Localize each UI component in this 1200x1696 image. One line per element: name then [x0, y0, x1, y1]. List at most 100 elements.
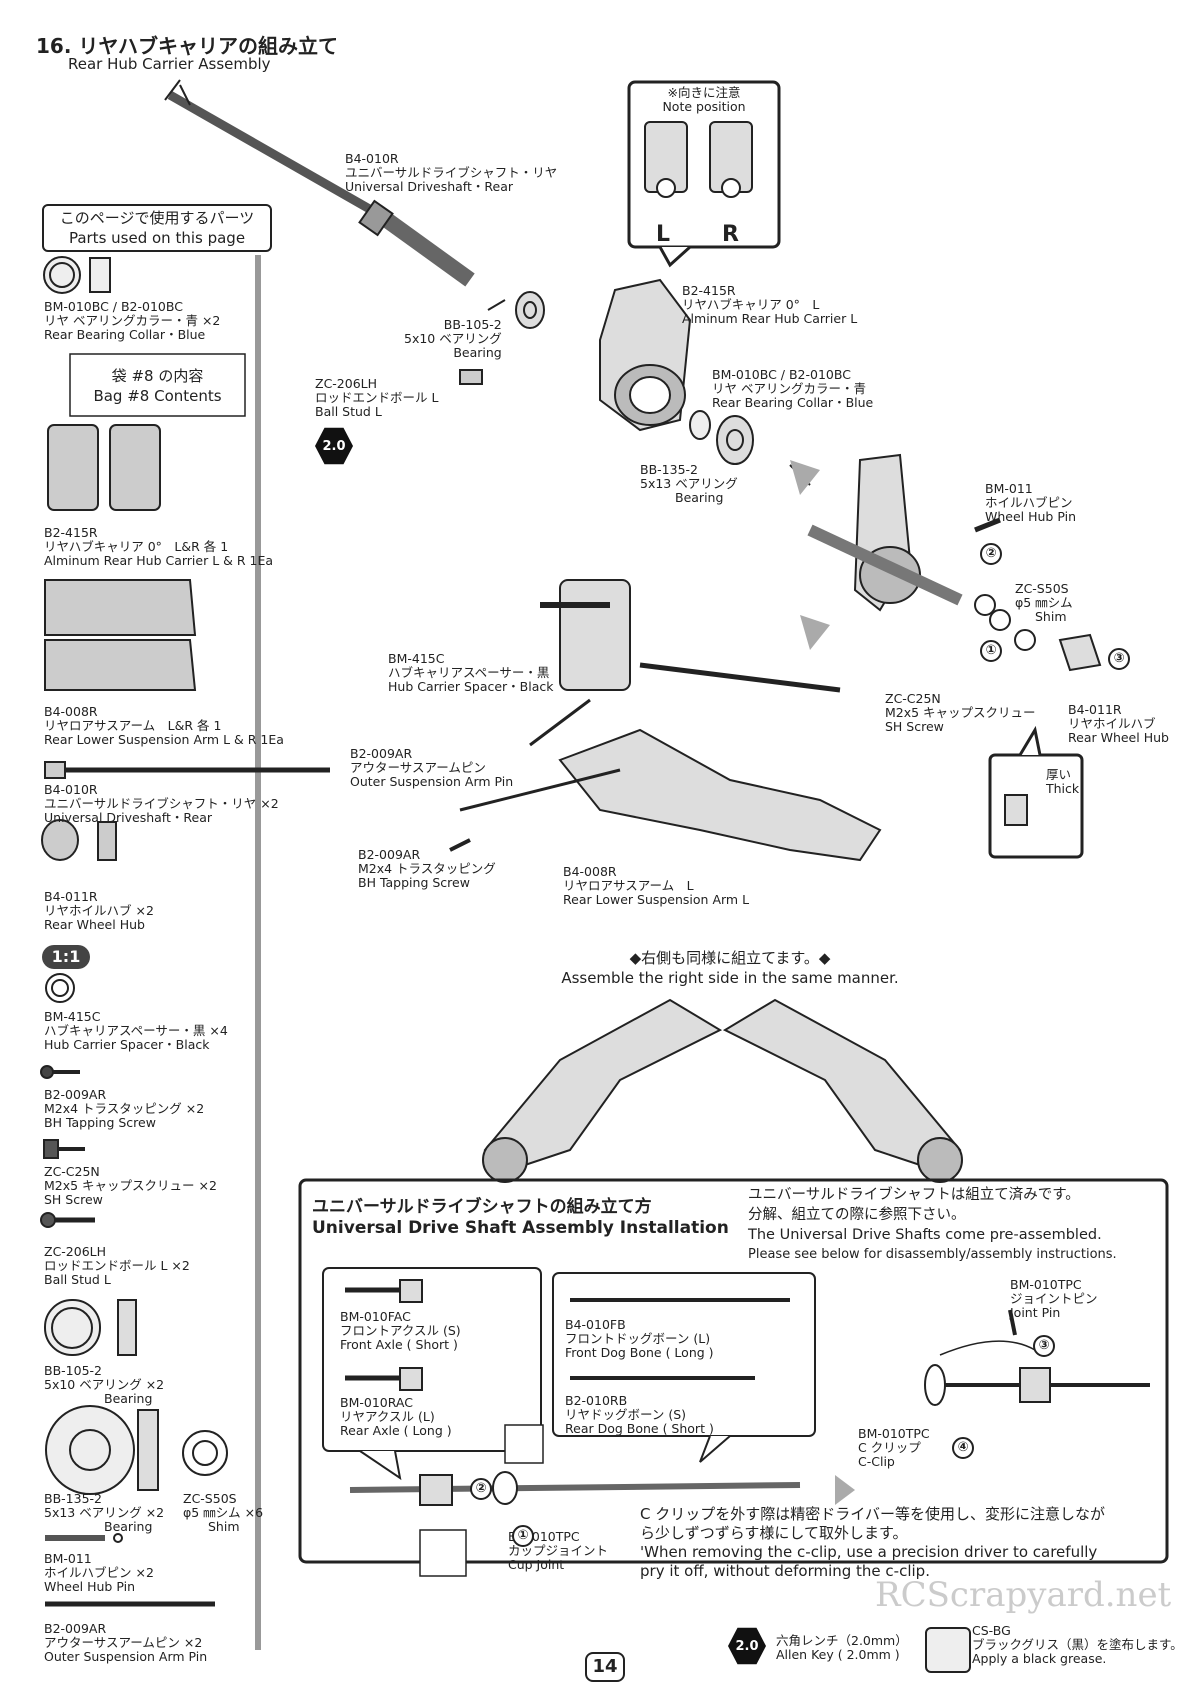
callout-jp: リヤ ベアリングカラー・青 [712, 381, 866, 396]
uds-note: ユニバーサルドライブシャフトは組立て済みです。 分解、組立ての際に参照下さい。 … [748, 1185, 1117, 1265]
part-en: Ball Stud L [44, 1272, 111, 1287]
callout-jp: 5x13 ベアリング [640, 476, 738, 491]
uds-en: Front Axle ( Short ) [340, 1337, 458, 1352]
grease-icon [925, 1627, 971, 1673]
callout-jp: ホイルハブピン [985, 495, 1073, 510]
part-jp: リヤホイルハブ ×2 [44, 903, 154, 918]
callout-jp: ロッドエンドボール L [315, 390, 439, 405]
uds-title-en: Universal Drive Shaft Assembly Installat… [312, 1218, 729, 1238]
grease-code: CS-BG [972, 1623, 1011, 1638]
part-code: B4-008R [44, 704, 98, 719]
uds-en: Cup Joint [508, 1557, 565, 1572]
uds-jp: ジョイントピン [1010, 1291, 1098, 1306]
part-code: B2-009AR [44, 1087, 107, 1102]
bag-label-jp: 袋 #8 の内容 [111, 367, 204, 385]
uds-en: Front Dog Bone ( Long ) [565, 1345, 714, 1360]
callout-jp: 5x10 ベアリング [404, 331, 502, 346]
part-en: Rear Lower Suspension Arm L & R 1Ea [44, 732, 284, 747]
part-jp: ハブキャリアスペーサー・黒 ×4 [44, 1023, 228, 1038]
part-en: Wheel Hub Pin [44, 1579, 135, 1594]
grease-en: Apply a black grease. [972, 1651, 1107, 1666]
part-code: ZC-S50S [183, 1491, 237, 1506]
callout-jp: アウターサスアームピン [350, 760, 486, 775]
callout-code: BB-135-2 [640, 462, 698, 477]
part-jp: リヤハブキャリア 0° L&R 各 1 [44, 539, 229, 554]
part-en: Universal Driveshaft・Rear [44, 810, 213, 825]
scale-badge: 1:1 [51, 947, 81, 966]
uds-jp: カップジョイント [508, 1543, 609, 1558]
callout-code: ZC-206LH [315, 376, 378, 391]
note-right-label: R [722, 222, 739, 247]
uds-warning-en1: 'When removing the c-clip, use a precisi… [640, 1543, 1098, 1561]
callout-en: Alminum Rear Hub Carrier L [682, 311, 858, 326]
uds-en: Rear Axle ( Long ) [340, 1423, 452, 1438]
uds-code: BM-010RAC [340, 1395, 413, 1410]
callout-en: Thick [1046, 781, 1080, 796]
part-jp: ロッドエンドボール L ×2 [44, 1258, 190, 1273]
callout-en: Hub Carrier Spacer・Black [388, 679, 554, 694]
note-jp: ※向きに注意 [667, 85, 741, 100]
callout-code: B2-009AR [350, 746, 413, 761]
uds-warning-jp2: ら少しずつずらす様にして取外します。 [640, 1524, 908, 1542]
uds-note-jp2: 分解、組立ての際に参照下さい。 [748, 1207, 966, 1223]
part-en: Rear Bearing Collar・Blue [44, 327, 206, 342]
uds-step-1: ① [512, 1525, 534, 1547]
part-jp: M2x4 トラスタッピング ×2 [44, 1101, 205, 1116]
callout-jp: ユニバーサルドライブシャフト・リヤ [345, 165, 558, 180]
callout-code: ZC-C25N [885, 691, 941, 706]
uds-jp: リヤドッグボーン (S) [565, 1407, 687, 1422]
tool-badge-hex: 2.0 [315, 427, 353, 465]
grease-note: CS-BG ブラックグリス（黒）を塗布します。 Apply a black gr… [972, 1624, 1183, 1666]
page-title-jp: 16. リヤハブキャリアの組み立て [36, 34, 338, 58]
parts-panel-title: このページで使用するパーツ Parts used on this page [42, 204, 272, 252]
callout-jp: リヤホイルハブ [1068, 716, 1156, 731]
part-code: BM-011 [44, 1551, 92, 1566]
note-left-label: L [656, 222, 671, 247]
callout-jp: ハブキャリアスペーサー・黒 [388, 665, 550, 680]
callout-en: Bearing [675, 490, 724, 505]
uds-note-en1: The Universal Drive Shafts come pre-asse… [748, 1227, 1102, 1243]
part-jp: アウターサスアームピン ×2 [44, 1635, 203, 1650]
step-2-marker: ② [980, 543, 1002, 565]
page-number: 14 [585, 1652, 625, 1682]
callout-en: Outer Suspension Arm Pin [350, 774, 514, 789]
uds-step-3: ③ [1033, 1335, 1055, 1357]
uds-code: B2-010RB [565, 1393, 628, 1408]
note-en: Note position [662, 99, 746, 114]
part-en: Hub Carrier Spacer・Black [44, 1037, 210, 1052]
callout-en: Bearing [453, 345, 502, 360]
uds-jp: リヤアクスル (L) [340, 1409, 435, 1424]
part-jp: 5x10 ベアリング ×2 [44, 1377, 165, 1392]
uds-step-4: ④ [952, 1437, 974, 1459]
callout-en: BH Tapping Screw [358, 875, 470, 890]
part-jp: ユニバーサルドライブシャフト・リヤ ×2 [44, 796, 279, 811]
callout-code: BM-011 [985, 481, 1033, 496]
note-position: ※向きに注意 Note position [629, 86, 779, 114]
uds-note-jp1: ユニバーサルドライブシャフトは組立て済みです。 [748, 1187, 1080, 1203]
callout-jp: M2x4 トラスタッピング [358, 861, 496, 876]
callout-en: Rear Lower Suspension Arm L [563, 892, 750, 907]
uds-code: BM-010TPC [1010, 1277, 1082, 1292]
callout-jp: M2x5 キャップスクリュー [885, 705, 1036, 720]
part-code: ZC-206LH [44, 1244, 107, 1259]
uds-en: C-Clip [858, 1454, 895, 1469]
